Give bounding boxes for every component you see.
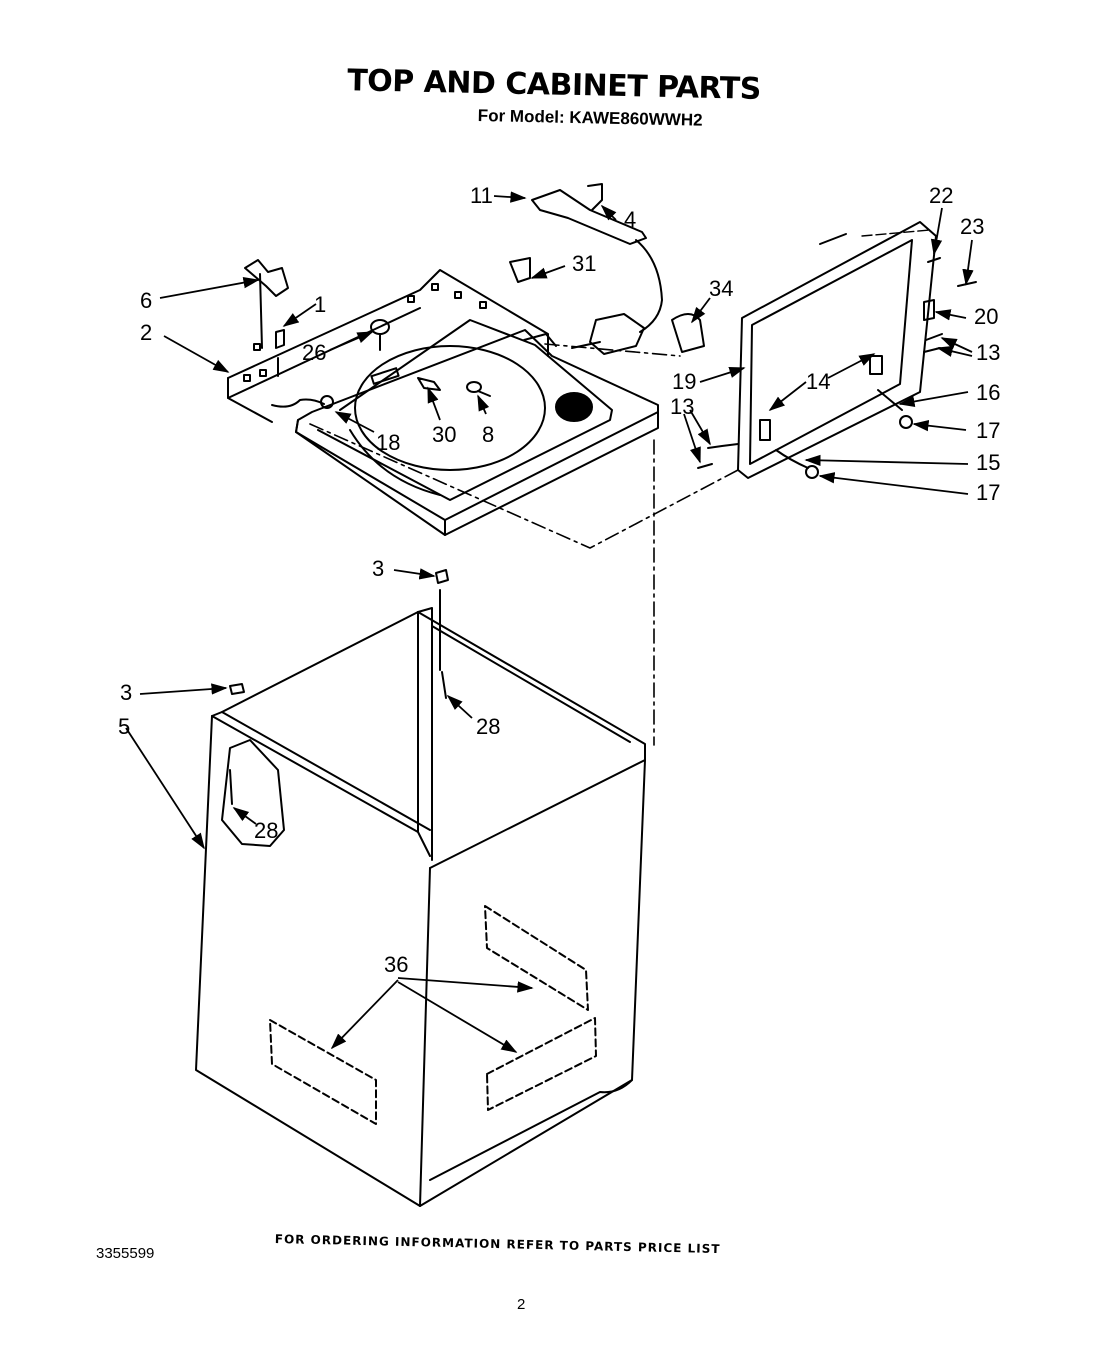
callout-18: 18	[376, 430, 400, 455]
cabinet	[195, 607, 646, 1207]
callout-19: 19	[672, 369, 696, 394]
callout-3-upper: 3	[372, 556, 384, 581]
callout-28-lower: 28	[254, 818, 278, 843]
page-number: 2	[517, 1296, 526, 1313]
callout-2: 2	[140, 320, 152, 345]
callout-17-lower: 17	[976, 480, 1000, 505]
callout-13-left: 13	[670, 394, 694, 419]
callout-17-upper: 17	[976, 418, 1000, 443]
lid	[737, 221, 937, 479]
callout-30: 30	[432, 422, 456, 447]
callout-34: 34	[709, 276, 733, 301]
callout-15: 15	[976, 450, 1000, 475]
callout-36: 36	[384, 952, 408, 977]
callout-16: 16	[976, 380, 1000, 405]
callout-6: 6	[140, 288, 152, 313]
callout-5: 5	[118, 714, 130, 739]
callout-11: 11	[470, 183, 493, 208]
callout-20: 20	[974, 304, 998, 329]
callout-4: 4	[624, 207, 636, 232]
callout-31: 31	[572, 251, 596, 276]
callout-13-right: 13	[976, 340, 1000, 365]
callout-26: 26	[302, 340, 326, 365]
callout-28-upper: 28	[476, 714, 500, 739]
callout-1: 1	[314, 292, 326, 317]
callout-14: 14	[806, 369, 830, 394]
callout-8: 8	[482, 422, 494, 447]
document-number: 3355599	[96, 1245, 155, 1262]
callout-22: 22	[929, 183, 953, 208]
top-panel	[227, 269, 659, 536]
callout-23: 23	[960, 214, 984, 239]
callout-3-lower: 3	[120, 680, 132, 705]
